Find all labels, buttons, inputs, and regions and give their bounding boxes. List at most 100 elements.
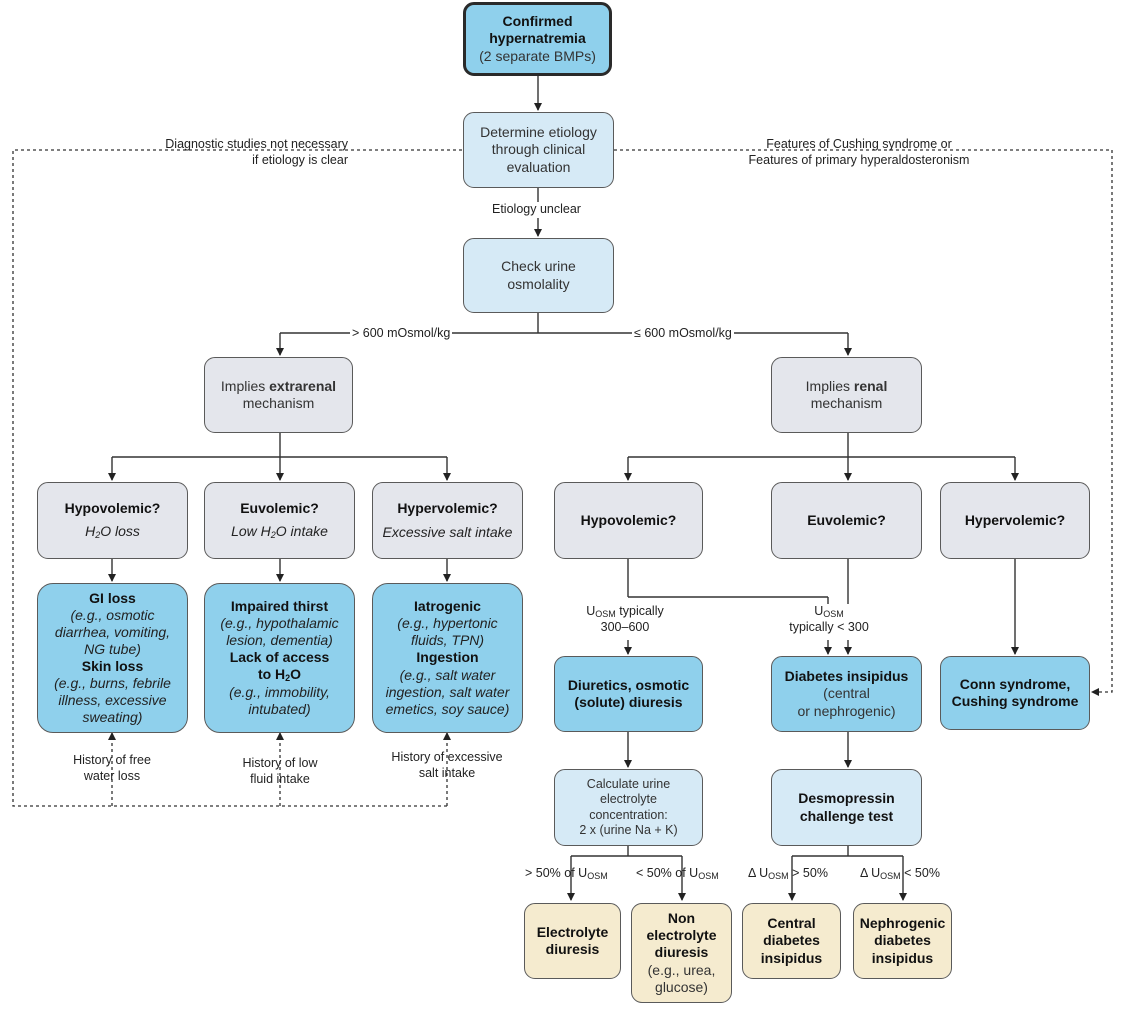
etiology-line3: evaluation	[506, 158, 571, 175]
central-line3: insipidus	[760, 949, 823, 966]
desmo-line1: Desmopressin	[798, 790, 895, 807]
access-detail-2: intubated)	[248, 701, 311, 718]
hist-low-2: fluid intake	[250, 771, 310, 786]
extrarenal-hypovolemic-box: Hypovolemic? H2O loss	[37, 482, 188, 559]
dashed-diagnostic-loop	[12, 149, 462, 807]
check-urine-box: Check urine osmolality	[463, 238, 614, 313]
ex-hypo-sub: H2O loss	[85, 523, 140, 541]
diag-label-1: Diagnostic studies not necessary	[165, 137, 348, 151]
skin-detail-2: illness, excessive	[58, 692, 167, 709]
hist-low-1: History of low	[242, 756, 318, 770]
top-line1: Confirmed	[502, 13, 573, 30]
electrolyte-diuresis-box: Electrolyte diuresis	[524, 903, 621, 979]
di-line1: Diabetes insipidus	[784, 668, 909, 685]
extrarenal-mechanism-box: Implies extrarenal mechanism	[204, 357, 353, 433]
nephro-line2: diabetes	[874, 932, 931, 949]
etiology-line1: Determine etiology	[480, 124, 597, 141]
gi-skin-loss-box: GI loss (e.g., osmotic diarrhea, vomitin…	[37, 583, 188, 733]
renal-hypovolemic-box: Hypovolemic?	[554, 482, 703, 559]
diuretics-line1: Diuretics, osmotic	[567, 676, 690, 693]
hist-exc-1: History of excessive	[391, 750, 503, 764]
nonel-line2: electrolyte	[646, 927, 717, 944]
central-line1: Central	[767, 915, 816, 932]
ex-eu-sub: Low H2O intake	[231, 523, 328, 541]
r-hypo-title: Hypovolemic?	[580, 511, 677, 528]
history-excessive-salt-label: History of excessive salt intake	[384, 750, 510, 781]
nephro-line3: insipidus	[871, 949, 934, 966]
r-eu-title: Euvolemic?	[807, 511, 886, 528]
etiology-unclear-label: Etiology unclear	[490, 202, 583, 218]
lt-50-label: < 50% of UOSM	[636, 866, 719, 881]
nephro-line1: Nephrogenic	[859, 915, 946, 932]
lack-of-access-heading-2: to H2O	[257, 666, 302, 684]
nonel-line4: (e.g., urea,	[647, 961, 716, 978]
access-detail-1: (e.g., immobility,	[229, 684, 330, 701]
cushing-label-1: Features of Cushing syndrome or	[766, 137, 952, 151]
renal-line2: mechanism	[810, 395, 883, 411]
uosm-300-600-label: UOSM typically 300–600	[560, 604, 690, 636]
gi-detail-1: (e.g., osmotic	[70, 606, 155, 623]
iatrogenic-heading: Iatrogenic	[414, 598, 481, 615]
extrarenal-hypervolemic-box: Hypervolemic? Excessive salt intake	[372, 482, 523, 559]
extrarenal-euvolemic-box: Euvolemic? Low H2O intake	[204, 482, 355, 559]
ingestion-heading: Ingestion	[416, 649, 479, 666]
renal-euvolemic-box: Euvolemic?	[771, 482, 922, 559]
diabetes-insipidus-box: Diabetes insipidus (central or nephrogen…	[771, 656, 922, 732]
calculate-electrolyte-box: Calculate urine electrolyte concentratio…	[554, 769, 703, 846]
urine-line2: osmolality	[507, 275, 570, 292]
electrolyte-line1: Electrolyte	[536, 923, 609, 940]
diuretics-box: Diuretics, osmotic (solute) diuresis	[554, 656, 703, 732]
central-di-box: Central diabetes insipidus	[742, 903, 841, 979]
urine-line1: Check urine	[501, 258, 576, 275]
dashed-cushing-path	[614, 149, 1113, 696]
thirst-detail-1: (e.g., hypothalamic	[220, 614, 339, 631]
hist-free-2: water loss	[83, 768, 141, 783]
calc-line4: 2 x (urine Na + K)	[579, 822, 678, 837]
ex-hypo-title: Hypovolemic?	[64, 499, 161, 516]
top-line3: (2 separate BMPs)	[479, 47, 596, 64]
top-line2: hypernatremia	[489, 30, 586, 47]
skin-detail-3: sweating)	[82, 709, 143, 726]
skin-detail-1: (e.g., burns, febrile	[54, 675, 171, 692]
diagnostic-not-necessary-label: Diagnostic studies not necessary if etio…	[140, 137, 348, 168]
gi-loss-heading: GI loss	[89, 589, 136, 606]
gt-50-label: > 50% of UOSM	[525, 866, 608, 881]
ex-hyper-title: Hypervolemic?	[397, 500, 498, 517]
renal-hypervolemic-box: Hypervolemic?	[940, 482, 1090, 559]
nonel-line3: diuresis	[654, 944, 709, 961]
conn-cushing-box: Conn syndrome, Cushing syndrome	[940, 656, 1090, 730]
iatro-detail-2: fluids, TPN)	[410, 632, 485, 649]
renal-line1: Implies renal	[805, 377, 888, 394]
lack-of-access-heading: Lack of access	[229, 649, 330, 666]
diag-label-2: if etiology is clear	[252, 152, 348, 167]
history-low-fluid-label: History of low fluid intake	[230, 756, 330, 787]
skin-loss-heading: Skin loss	[81, 658, 144, 674]
nephrogenic-di-box: Nephrogenic diabetes insipidus	[853, 903, 952, 979]
iatrogenic-box: Iatrogenic (e.g., hypertonic fluids, TPN…	[372, 583, 523, 733]
ex-hyper-sub: Excessive salt intake	[382, 523, 513, 540]
le-600-label: ≤ 600 mOsmol/kg	[632, 326, 734, 342]
impaired-thirst-box: Impaired thirst (e.g., hypothalamic lesi…	[204, 583, 355, 733]
gi-detail-3: NG tube)	[84, 640, 141, 657]
ex-eu-title: Euvolemic?	[240, 499, 319, 516]
determine-etiology-box: Determine etiology through clinical eval…	[463, 112, 614, 188]
calc-line3: concentration:	[589, 807, 668, 822]
calc-line2: electrolyte	[600, 792, 657, 807]
delta-lt-50-label: Δ UOSM < 50%	[860, 866, 940, 881]
thirst-detail-2: lesion, dementia)	[226, 631, 333, 648]
extrarenal-line2: mechanism	[242, 395, 315, 411]
conn-line2: Cushing syndrome	[951, 693, 1079, 709]
r-hyper-title: Hypervolemic?	[964, 511, 1066, 528]
uosm-lt300: typically < 300	[789, 620, 869, 635]
conn-line1: Conn syndrome,	[959, 675, 1071, 692]
diuretics-line2: (solute) diuresis	[574, 694, 683, 710]
desmopressin-box: Desmopressin challenge test	[771, 769, 922, 846]
ingestion-detail-1: (e.g., salt water	[399, 666, 496, 683]
impaired-thirst-heading: Impaired thirst	[230, 597, 329, 614]
calc-line1: Calculate urine	[586, 777, 671, 791]
iatro-detail-1: (e.g., hypertonic	[397, 615, 498, 632]
gi-detail-2: diarrhea, vomiting,	[54, 623, 171, 640]
non-electrolyte-diuresis-box: Non electrolyte diuresis (e.g., urea, gl…	[631, 903, 732, 1003]
di-line2: (central	[823, 685, 870, 702]
